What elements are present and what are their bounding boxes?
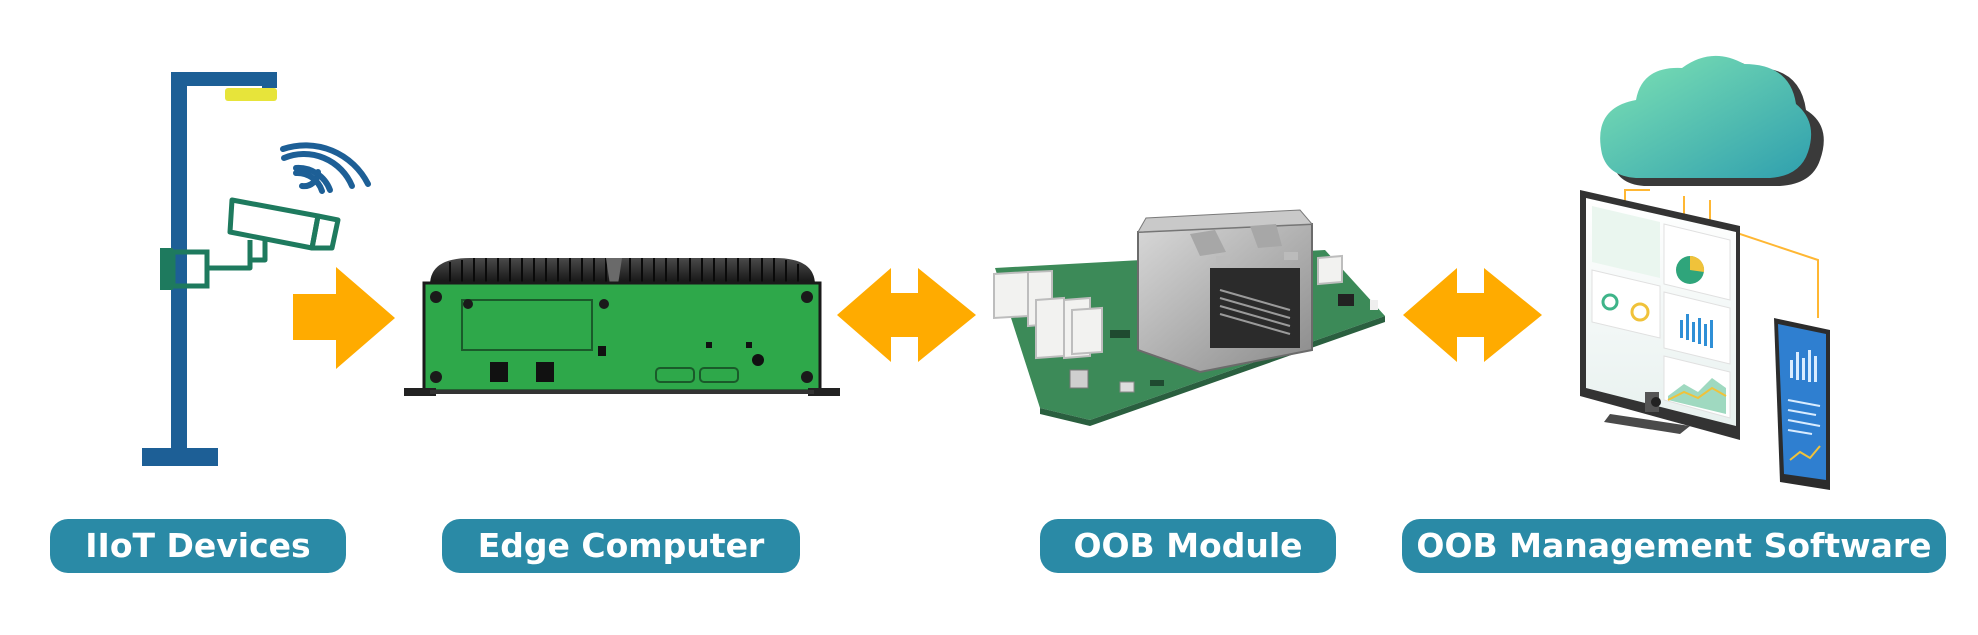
double-arrow-icon (837, 268, 976, 362)
label-iiot-devices: IIoT Devices (50, 519, 346, 573)
smartphone-icon (1774, 318, 1830, 490)
edge-computer-icon (404, 258, 840, 396)
security-camera-icon (207, 197, 341, 271)
monitor-dashboard-icon (1580, 190, 1740, 440)
arrow-right-icon (293, 267, 395, 369)
label-oob-management-software: OOB Management Software (1402, 519, 1946, 573)
label-oob-module: OOB Module (1040, 519, 1336, 573)
label-edge-computer: Edge Computer (442, 519, 800, 573)
oob-module-board-icon (993, 209, 1385, 426)
street-light-pole-icon (142, 72, 277, 466)
wifi-signal-icon (280, 142, 371, 194)
cloud-icon (1600, 55, 1824, 186)
double-arrow-icon (1403, 268, 1542, 362)
